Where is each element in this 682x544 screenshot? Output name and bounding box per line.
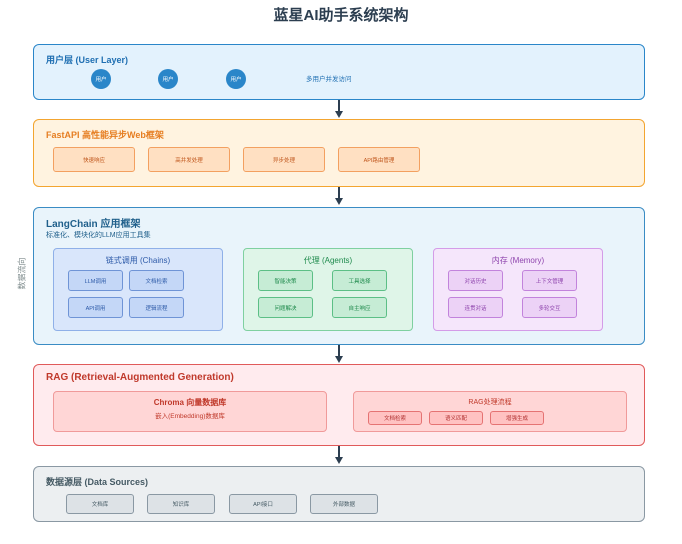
rag-process-item: 增强生成: [490, 411, 544, 425]
langchain-layer: LangChain 应用框架 标准化、模块化的LLM应用工具集 链式调用 (Ch…: [33, 207, 645, 345]
chains-item: 文档检索: [129, 270, 184, 291]
agents-item: 智能决策: [258, 270, 313, 291]
fastapi-item: 异步处理: [243, 147, 325, 172]
memory-item: 连贯对话: [448, 297, 503, 318]
agents-item: 自主响应: [332, 297, 387, 318]
langchain-title: LangChain 应用框架: [46, 219, 141, 230]
data-sources-title: 数据源层 (Data Sources): [46, 477, 149, 487]
rag-process-title: RAG处理流程: [468, 399, 512, 406]
memory-item: 多轮交互: [522, 297, 577, 318]
memory-item: 上下文管理: [522, 270, 577, 291]
flow-arrow: [338, 100, 340, 112]
agents-item: 问题解决: [258, 297, 313, 318]
chroma-title: Chroma 向量数据库: [153, 398, 227, 407]
chains-box: 链式调用 (Chains) LLM调用 文档检索 API调用 逻辑流程: [53, 248, 223, 331]
fastapi-layer: FastAPI 高性能异步Web框架 快速响应 高并发处理 异步处理 API路由…: [33, 119, 645, 187]
chains-item: API调用: [68, 297, 123, 318]
user-layer: 用户层 (User Layer) 用户 用户 用户 多用户并发访问: [33, 44, 645, 100]
fastapi-item: 快速响应: [53, 147, 135, 172]
rag-layer: RAG (Retrieval-Augmented Generation) Chr…: [33, 364, 645, 446]
user-node: 用户: [158, 69, 178, 89]
langchain-subtitle: 标准化、模块化的LLM应用工具集: [46, 232, 151, 239]
data-source-item: 知识库: [147, 494, 215, 514]
agents-title: 代理 (Agents): [303, 256, 353, 265]
flow-arrow-head: [335, 111, 343, 118]
rag-process-box: RAG处理流程 文档检索 语义匹配 增强生成: [353, 391, 627, 432]
flow-arrow: [338, 345, 340, 357]
fastapi-item: 高并发处理: [148, 147, 230, 172]
rag-process-item: 语义匹配: [429, 411, 483, 425]
fastapi-title: FastAPI 高性能异步Web框架: [46, 130, 164, 140]
data-sources-layer: 数据源层 (Data Sources) 文档库 知识库 API接口 外部数据: [33, 466, 645, 522]
memory-title: 内存 (Memory): [491, 256, 545, 265]
chains-title: 链式调用 (Chains): [105, 256, 171, 265]
data-source-item: API接口: [229, 494, 297, 514]
fastapi-item: API路由管理: [338, 147, 420, 172]
agents-box: 代理 (Agents) 智能决策 工具选择 问题解决 自主响应: [243, 248, 413, 331]
user-layer-title: 用户层 (User Layer): [46, 55, 129, 65]
flow-arrow-head: [335, 457, 343, 464]
rag-title: RAG (Retrieval-Augmented Generation): [46, 372, 234, 383]
user-layer-note: 多用户并发访问: [306, 76, 352, 83]
flow-arrow: [338, 187, 340, 199]
chroma-subtitle: 嵌入(Embedding)数据库: [155, 413, 225, 420]
chroma-box: Chroma 向量数据库 嵌入(Embedding)数据库: [53, 391, 327, 432]
rag-process-item: 文档检索: [368, 411, 422, 425]
flow-arrow: [338, 446, 340, 458]
user-node: 用户: [91, 69, 111, 89]
page-title: 蓝星AI助手系统架构: [273, 7, 409, 24]
agents-item: 工具选择: [332, 270, 387, 291]
data-source-item: 文档库: [66, 494, 134, 514]
memory-item: 对话历史: [448, 270, 503, 291]
flow-arrow-head: [335, 198, 343, 205]
chains-item: LLM调用: [68, 270, 123, 291]
chains-item: 逻辑流程: [129, 297, 184, 318]
data-source-item: 外部数据: [310, 494, 378, 514]
user-node: 用户: [226, 69, 246, 89]
memory-box: 内存 (Memory) 对话历史 上下文管理 连贯对话 多轮交互: [433, 248, 603, 331]
flow-arrow-head: [335, 356, 343, 363]
data-flow-label: 数据流向: [17, 257, 27, 290]
